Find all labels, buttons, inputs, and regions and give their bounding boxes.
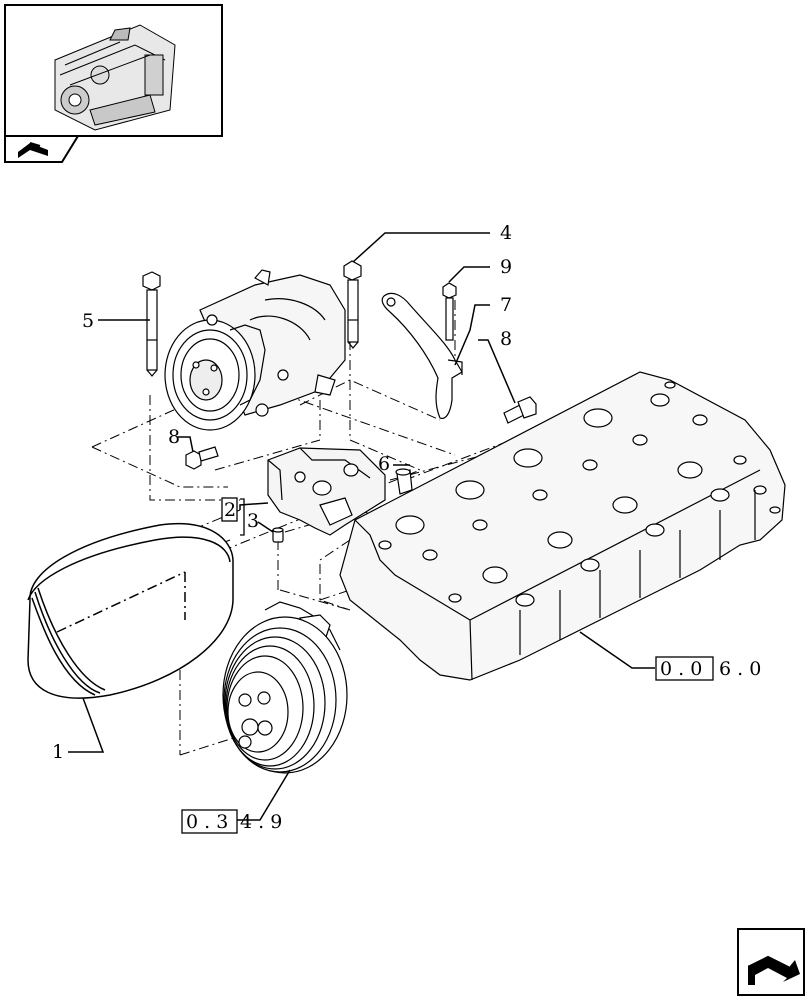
bolt-4-part[interactable] (343, 260, 362, 349)
callout-3: 3 (247, 510, 259, 532)
cylinder-head-part[interactable] (339, 371, 786, 681)
callout-9: 9 (500, 256, 512, 278)
callout-4: 4 (500, 222, 512, 244)
engine-thumbnail[interactable] (4, 4, 223, 137)
next-page-arrow-icon (747, 954, 800, 985)
callout-2: 2 (224, 499, 236, 521)
callout-8-left: 8 (168, 426, 180, 448)
reference-006-0[interactable]: 0 . 0 6 . 0 (655, 656, 761, 681)
reference-034-rest: 4 . 9 (240, 811, 282, 833)
bolt-9-part[interactable] (442, 282, 457, 341)
head-holes (378, 381, 781, 607)
book-nav-icon (18, 142, 48, 158)
reference-006-boxed: 0 . 0 (660, 658, 702, 680)
callout-6: 6 (378, 453, 390, 475)
callout-5: 5 (82, 310, 94, 332)
bolt-8-right-part[interactable] (503, 396, 537, 424)
fan-pulley-part[interactable] (222, 601, 348, 774)
bolt-5-part[interactable] (142, 271, 161, 377)
reference-034-boxed: 0 . 3 (186, 811, 228, 833)
leader-lines (68, 232, 655, 821)
book-nav-tab[interactable] (4, 135, 80, 163)
callout-2-group: 2 (221, 497, 245, 536)
dowel-3-part[interactable] (272, 527, 284, 543)
callout-1: 1 (52, 741, 64, 763)
support-bracket-2-part[interactable] (267, 447, 386, 536)
reference-034-9[interactable]: 0 . 3 4 . 9 (181, 809, 282, 834)
reference-006-rest: 6 . 0 (719, 658, 761, 680)
belt-part[interactable] (27, 523, 234, 699)
head-ribs (519, 490, 756, 655)
pin-6-part[interactable] (395, 468, 413, 495)
callout-8-right: 8 (500, 328, 512, 350)
bolt-8-left-part[interactable] (185, 446, 219, 470)
compressor-part[interactable] (164, 269, 346, 431)
next-page-button[interactable] (737, 928, 805, 996)
callout-7: 7 (500, 294, 512, 316)
bracket-7-part[interactable] (381, 292, 463, 420)
engine-thumbnail-image (54, 24, 176, 131)
